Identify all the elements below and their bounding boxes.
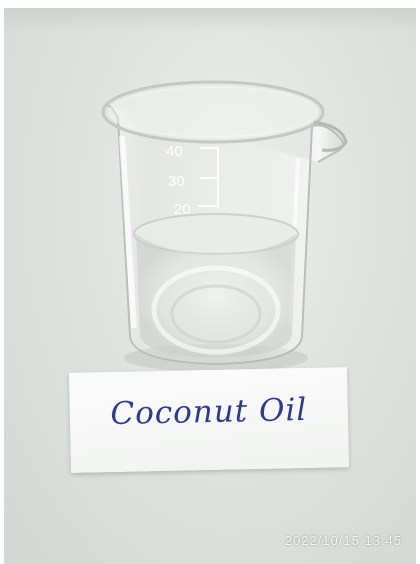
beaker-drawing: 40 30 20	[101, 80, 348, 372]
beaker-spout	[313, 120, 348, 152]
beaker-rim	[101, 80, 325, 144]
graduation-40: 40	[166, 143, 183, 160]
beaker-base	[151, 265, 281, 355]
label-text: Coconut Oil	[110, 391, 308, 433]
graduation-20: 20	[174, 201, 191, 218]
graduation-30: 30	[168, 173, 185, 190]
graduation-marks	[198, 147, 219, 208]
photo: 40 30 20 Coconut Oil 2022/10/15 13:45	[4, 8, 416, 564]
label-card: Coconut Oil	[68, 367, 350, 473]
photo-timestamp: 2022/10/15 13:45	[284, 533, 402, 548]
glass-beaker: 40 30 20	[78, 66, 354, 376]
